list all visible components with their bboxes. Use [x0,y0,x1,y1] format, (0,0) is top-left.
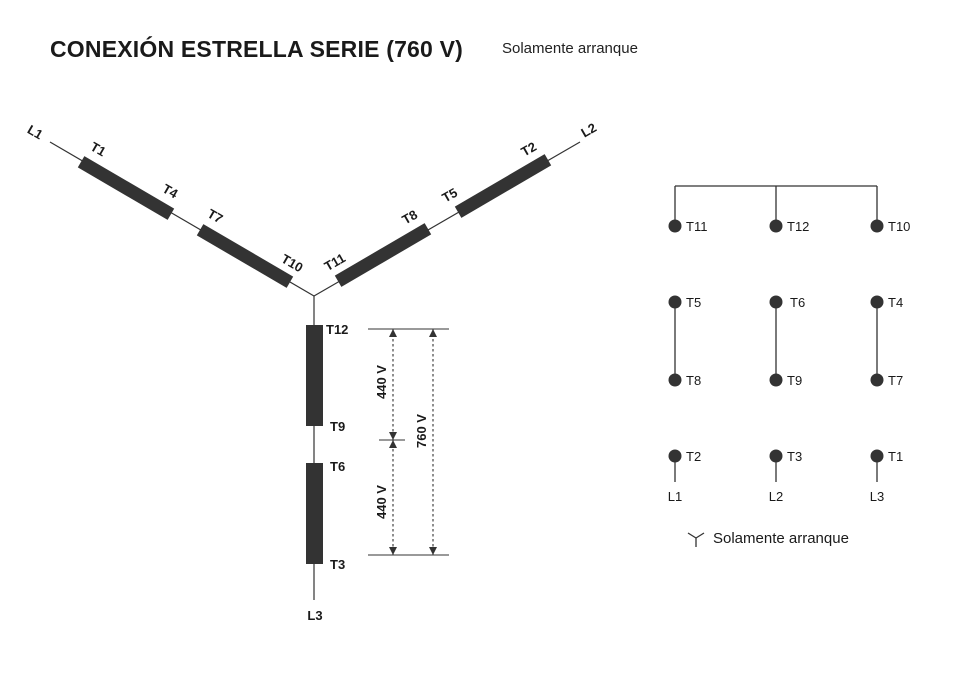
terminal-label-t3: T3 [330,557,345,572]
board-label: T3 [787,449,802,464]
terminal-label-t8: T8 [399,207,420,228]
terminal-label-t6: T6 [330,459,345,474]
board-label: T4 [888,295,903,310]
terminal-label-t2: T2 [518,139,539,160]
arrow-down-icon [389,547,397,555]
winding-t8-t11 [334,223,432,287]
dimension-arrows [389,329,437,555]
arrow-up-icon [389,329,397,337]
terminal-label-t5: T5 [439,185,460,206]
arrow-down-icon [389,432,397,440]
voltage-label-upper: 440 V [374,365,389,399]
terminal-dot [668,373,682,387]
row1-bridge [674,185,878,226]
star-connection-icon [687,532,705,547]
winding-t1-t4 [77,156,175,220]
board-label: T9 [787,373,802,388]
winding-t6-t3 [306,463,323,564]
board-label: T8 [686,373,701,388]
terminal-label-t9: T9 [330,419,345,434]
line-label-l3: L3 [307,608,322,623]
terminal-dot [870,373,884,387]
board-label: T5 [686,295,701,310]
terminal-label-t1: T1 [88,139,109,160]
arrow-up-icon [429,329,437,337]
terminal-dot [870,295,884,309]
legend-label: Solamente arranque [713,529,849,547]
page-subtitle: Solamente arranque [502,40,638,57]
winding-t2-t5 [454,154,552,218]
board-label: T7 [888,373,903,388]
winding-t7-t10 [196,224,294,288]
terminal-label-t12: T12 [326,322,348,337]
windings [77,154,552,564]
terminal-dot [769,295,783,309]
board-line-label: L1 [668,489,682,504]
terminal-label-t4: T4 [160,181,181,202]
winding-t12-t9 [306,325,323,426]
terminal-label-t7: T7 [205,206,226,227]
page-title: CONEXIÓN ESTRELLA SERIE (760 V) [50,36,464,62]
terminal-dots [668,219,884,463]
board-label: T1 [888,449,903,464]
board-line-label: L2 [769,489,783,504]
voltage-dimensions [368,328,449,556]
line-label-l1: L1 [25,122,46,143]
row2-links [674,302,878,380]
terminal-dot [769,449,783,463]
terminal-dot [668,219,682,233]
board-label: T12 [787,219,809,234]
board-label: T11 [686,219,707,234]
legend: Solamente arranque [686,528,849,548]
board-label: T10 [888,219,910,234]
terminal-board: T11 T12 T10 T5 T6 T4 T8 T9 T7 T2 T3 T1 L… [668,185,910,504]
terminal-dot [769,373,783,387]
board-label: T2 [686,449,701,464]
arrow-down-icon [429,547,437,555]
board-line-label: L3 [870,489,884,504]
terminal-dot [668,449,682,463]
voltage-label-lower: 440 V [374,485,389,519]
arrow-up-icon [389,440,397,448]
voltage-label-total: 760 V [414,414,429,448]
terminal-dot [870,449,884,463]
terminal-dot [870,219,884,233]
terminal-dot [668,295,682,309]
line-label-l2: L2 [578,120,599,141]
terminal-dot [769,219,783,233]
board-label: T6 [790,295,805,310]
